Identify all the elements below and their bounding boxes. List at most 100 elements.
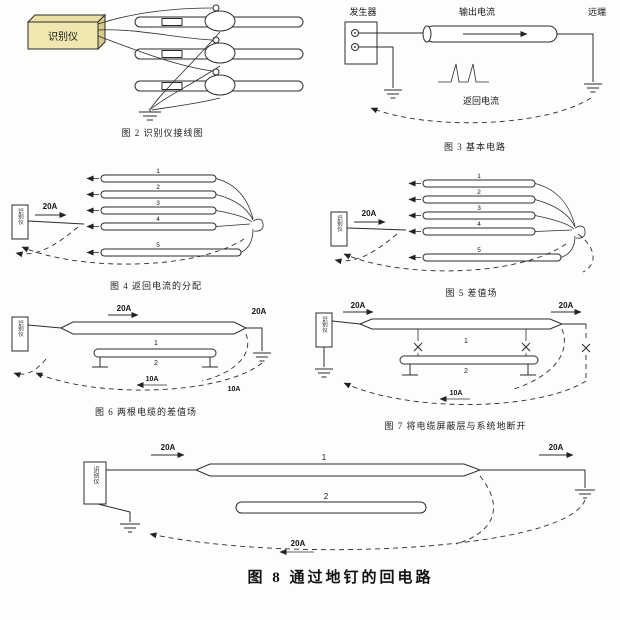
ground-icon bbox=[120, 523, 140, 533]
cable-number-5: 5 bbox=[156, 242, 160, 249]
identifier-box: 识别仪 bbox=[11, 204, 29, 240]
cable-number-4: 4 bbox=[477, 221, 481, 228]
fig4-caption: 图 4 返回电流的分配 bbox=[109, 281, 202, 291]
current-label: 20A bbox=[43, 202, 58, 211]
device-front-face bbox=[27, 21, 99, 50]
far-end-stake bbox=[480, 469, 595, 499]
cable-4: 4 bbox=[408, 221, 536, 236]
far-end-label: 远端 bbox=[588, 6, 606, 17]
cable-number-2: 2 bbox=[154, 360, 158, 367]
current-label-left: 20A bbox=[351, 301, 366, 310]
identifier-label: 识别仪 bbox=[92, 466, 99, 484]
return-path bbox=[343, 380, 587, 405]
generator-box bbox=[344, 21, 378, 65]
field-arc-left bbox=[13, 358, 47, 378]
cable-number-4: 4 bbox=[156, 216, 160, 223]
current-label-left: 20A bbox=[161, 443, 176, 452]
cable-1: 1 bbox=[86, 168, 217, 183]
cable-number-1: 1 bbox=[322, 453, 327, 462]
cable-2: 2 bbox=[399, 355, 539, 376]
cable-3: 3 bbox=[408, 205, 536, 220]
cable-2: 2 bbox=[235, 492, 427, 514]
clamp-icon bbox=[204, 10, 236, 32]
clamp-head-icon bbox=[212, 36, 220, 44]
figure-3: 发生器 输出电流 远端 bbox=[335, 4, 615, 153]
current-label-right: 20A bbox=[252, 307, 267, 316]
cable-5: 5 bbox=[408, 247, 562, 262]
field-arc-left bbox=[334, 233, 398, 265]
identifier-box: 识别仪 bbox=[11, 316, 29, 352]
field-arc bbox=[15, 226, 79, 258]
support-icon bbox=[402, 364, 418, 376]
terminal-dot bbox=[354, 32, 356, 34]
cable-number-3: 3 bbox=[477, 205, 481, 212]
bond-curl bbox=[252, 218, 264, 232]
fig4-diagram: 识别仪 20A 1 2 3 4 5 bbox=[11, 168, 264, 265]
identifier-box: 识别仪 bbox=[330, 211, 348, 247]
cable-1: 1 bbox=[408, 173, 536, 188]
figure-6: 识别仪 20A 1 20A 2 bbox=[6, 301, 286, 418]
cable-number-1: 1 bbox=[464, 338, 468, 345]
clamp-head-icon bbox=[212, 4, 220, 12]
field-arc bbox=[513, 328, 565, 390]
return-current-label: 返回电流 bbox=[463, 95, 499, 106]
fig6-diagram: 识别仪 20A 1 20A 2 bbox=[11, 304, 271, 393]
cable-number-1: 1 bbox=[477, 173, 481, 180]
return-path bbox=[370, 97, 592, 124]
cable-2: 2 bbox=[92, 348, 218, 368]
disconnect-x-icon bbox=[413, 342, 423, 352]
cable-3: 3 bbox=[86, 200, 217, 215]
figure-2: 识别仪 bbox=[10, 4, 315, 139]
cable-number-2: 2 bbox=[156, 184, 160, 191]
fig5-diagram: 识别仪 20A 1 2 3 4 5 bbox=[330, 173, 594, 273]
cable-row-3 bbox=[134, 68, 304, 96]
feed-wire bbox=[331, 320, 361, 325]
fig2-caption: 图 2 识别仪接线图 bbox=[121, 128, 204, 138]
cable-2: 2 bbox=[86, 184, 217, 199]
disconnect-bond-left bbox=[413, 329, 423, 356]
cable-2: 2 bbox=[408, 189, 536, 204]
return-label-mid: 10A bbox=[146, 376, 159, 383]
output-current-label: 输出电流 bbox=[459, 6, 495, 17]
far-end-bond bbox=[215, 178, 264, 253]
generator-ground bbox=[358, 46, 402, 99]
cable-marker-box bbox=[161, 50, 183, 58]
identifier-box: 识别仪 bbox=[315, 312, 333, 348]
near-end-ground bbox=[315, 347, 333, 378]
disconnect-x-icon bbox=[581, 343, 591, 353]
support-icon bbox=[202, 357, 218, 368]
clamp-leads bbox=[97, 7, 214, 72]
field-arc bbox=[455, 475, 494, 545]
current-label-right: 20A bbox=[549, 443, 564, 452]
far-end-bond bbox=[534, 183, 586, 258]
cable-number-5: 5 bbox=[477, 247, 481, 254]
far-end-ground bbox=[246, 327, 271, 362]
fig2-diagram: 识别仪 bbox=[26, 4, 304, 121]
cable-marker-box bbox=[161, 82, 183, 90]
fig7-diagram: 识别仪 20A 20A 1 2 bbox=[315, 301, 591, 405]
cable-1: 1 bbox=[59, 321, 248, 347]
fig5-caption: 图 5 差值场 bbox=[445, 288, 498, 298]
current-label-top: 20A bbox=[117, 304, 132, 313]
ground-leads bbox=[150, 31, 221, 111]
cable-cylinder bbox=[422, 25, 558, 43]
device-top-face bbox=[26, 14, 107, 23]
identifier-device: 识别仪 bbox=[26, 13, 107, 51]
clamp-icon bbox=[204, 74, 236, 96]
identifier-box: 识别仪 bbox=[83, 461, 107, 505]
figure-7: 识别仪 20A 20A 1 2 bbox=[298, 299, 613, 432]
return-label: 20A bbox=[291, 539, 306, 548]
cable-5: 5 bbox=[86, 242, 242, 257]
terminal-dot bbox=[354, 46, 356, 48]
support-icon bbox=[92, 357, 108, 368]
feed-wire bbox=[27, 220, 85, 225]
feed-wire bbox=[27, 324, 62, 329]
ground-icon bbox=[384, 89, 402, 99]
disconnect-x-icon bbox=[521, 342, 531, 352]
cable-number-2: 2 bbox=[464, 368, 468, 375]
identifier-label: 识别仪 bbox=[17, 320, 24, 337]
pulse-waveform-icon bbox=[438, 63, 489, 83]
cable-marker-box bbox=[161, 18, 183, 26]
cable-1: 1 bbox=[358, 318, 564, 345]
support-icon bbox=[520, 364, 536, 376]
